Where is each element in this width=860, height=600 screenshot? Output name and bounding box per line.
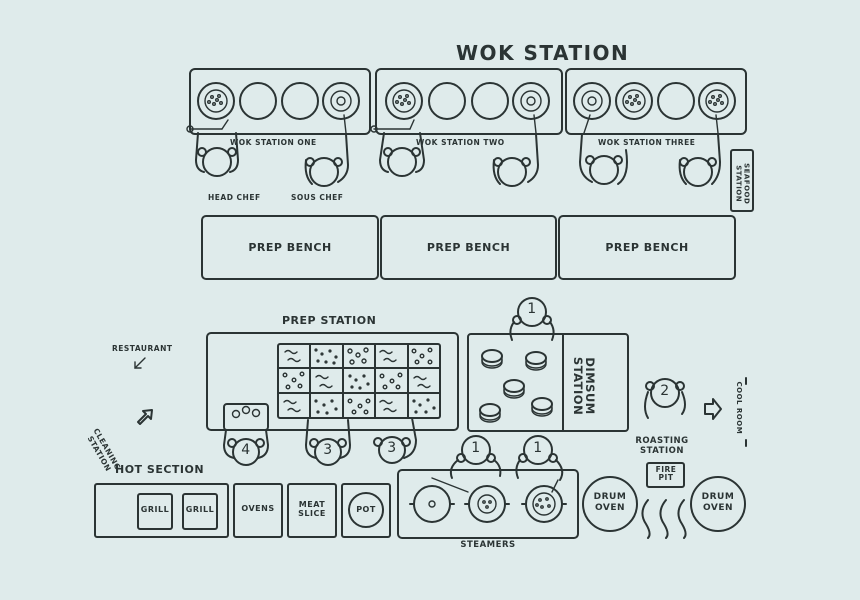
steamer-chefs [431,435,564,493]
roasting-chef [644,378,686,419]
prep-bench-1-label: PREP BENCH [248,241,332,254]
chef-number-steamer-2: 1 [533,440,543,456]
chef-number-roasting: 2 [660,383,670,399]
ingredient-trays [277,343,441,419]
grill-2 [182,493,218,530]
restaurant-arrow-icon [134,357,146,369]
dimsum-baskets [479,349,553,423]
wok-station-three-label: WOK STATION THREE [598,138,696,147]
chef-number-prep-4: 4 [241,442,251,458]
wok-burners-two [385,82,550,120]
prep-station-label: PREP STATION [282,314,377,327]
fire-pit-label: FIRE PIT [655,465,677,482]
serving-tray [223,403,269,431]
wok-counter-three [565,68,747,135]
pot-label: POT [356,505,376,514]
seafood-station-label: SEAFOOD STATION [735,163,751,205]
grill-1 [137,493,173,530]
prep-bench-2-label: PREP BENCH [426,241,511,254]
prep-bench-1 [201,215,379,280]
meat-slice-label: MEAT SLICE [298,500,326,519]
steamers-label: STEAMERS [460,540,516,550]
wok-burners-three [573,82,736,120]
pot-circle [348,492,384,528]
drum-oven-1 [582,476,638,532]
fire-pit-box [646,462,685,488]
drum-oven-2 [690,476,746,532]
wok-counter-one [189,68,371,135]
wok-station-one-label: WOK STATION ONE [230,138,317,147]
cool-room-marker [704,377,747,447]
head-chef-label: HEAD CHEF [208,193,261,202]
ovens-label: OVENS [241,504,275,513]
dimsum-chef [509,297,555,341]
chef-number-prep-3b: 3 [387,440,397,456]
grill-1-label: GRILL [140,505,170,514]
drum-oven-1-label: DRUM OVEN [593,492,627,513]
wok-chefs [186,114,721,187]
grill-2-label: GRILL [185,505,215,514]
steamer-pots [409,485,567,523]
seafood-station-box [730,149,754,212]
meat-slice-unit [287,483,337,538]
wok-burners-one [197,82,360,120]
ovens-unit [233,483,283,538]
page-title: WOK STATION [456,41,630,65]
chef-number-dimsum: 1 [527,301,537,317]
hot-section-counter [94,483,229,538]
prep-bench-3-label: PREP BENCH [605,241,689,254]
tray-plates [231,405,261,419]
cleaning-arrow-icon [137,409,153,425]
pot-unit [341,483,391,538]
roast-hooks [641,499,687,539]
drum-oven-2-label: DRUM OVEN [701,492,735,513]
restaurant-label: RESTAURANT [112,344,173,353]
prep-bench-3 [558,215,736,280]
prep-station-table [206,332,459,431]
chef-number-prep-3a: 3 [323,442,333,458]
prep-chefs [223,417,417,466]
cool-room-label: COOL ROOM [734,381,743,435]
chef-number-steamer-1: 1 [471,440,481,456]
sous-chef-label: SOUS CHEF [291,193,344,202]
dimsum-station-table [467,333,629,432]
steamers-counter [397,469,579,539]
cool-room-arrow-icon [704,398,722,420]
dimsum-station-label: DIMSUM STATION [571,356,598,416]
roasting-station-label: ROASTING STATION [635,436,689,457]
wok-counter-two [375,68,563,135]
prep-bench-2 [380,215,557,280]
hot-section-title: HOT SECTION [115,463,205,476]
wok-station-two-label: WOK STATION TWO [416,138,505,147]
